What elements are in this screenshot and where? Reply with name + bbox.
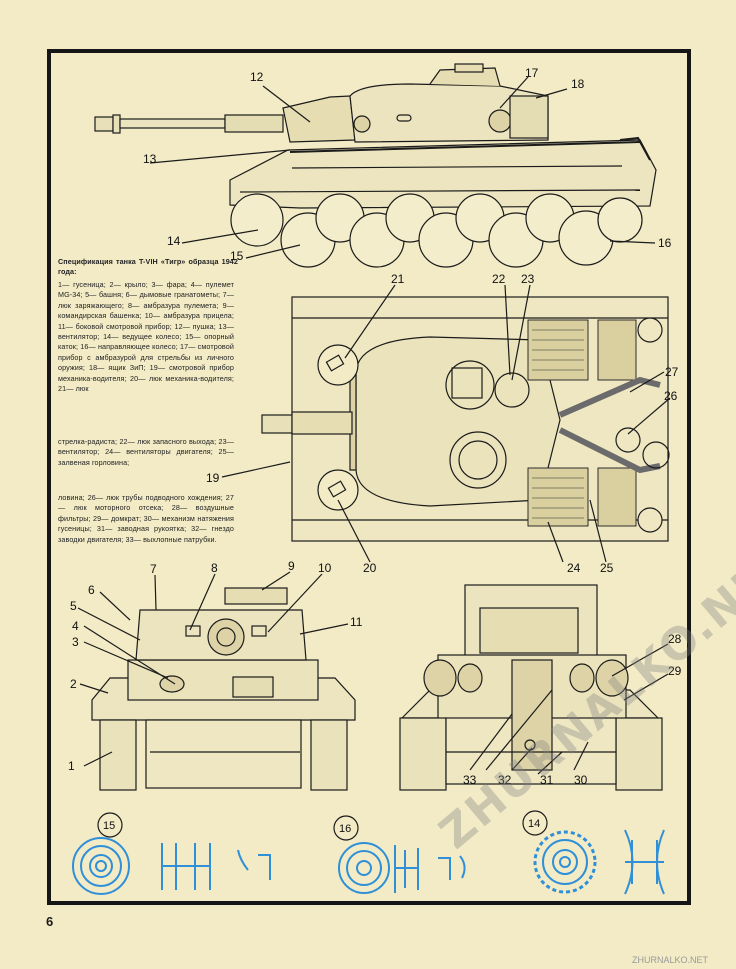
callout-16: 16	[658, 236, 672, 250]
callout-24: 24	[567, 561, 581, 575]
callout-21: 21	[391, 272, 405, 286]
callout-9: 9	[288, 559, 295, 573]
callout-6: 6	[88, 583, 95, 597]
side-view: 12 13 17 18 14 15 16	[94, 63, 672, 268]
detail-16: 16	[339, 823, 351, 835]
detail-15: 15	[103, 820, 115, 832]
wheel-details: 15 16 14	[72, 810, 665, 895]
spec-title: Спецификация танка T-VIH «Тигр» образца …	[58, 257, 238, 277]
callout-30: 30	[574, 773, 588, 787]
callout-8: 8	[211, 561, 218, 575]
callout-13: 13	[143, 152, 157, 166]
page-number: 6	[46, 914, 54, 929]
callout-26: 26	[664, 389, 678, 403]
footer-watermark: ZHURNALKO.NET	[632, 955, 709, 965]
callout-10: 10	[318, 561, 332, 575]
callout-28: 28	[668, 632, 682, 646]
callout-17: 17	[525, 66, 539, 80]
callout-4: 4	[72, 619, 79, 633]
callout-7: 7	[150, 562, 157, 576]
callout-11: 11	[350, 615, 363, 629]
callout-12: 12	[250, 70, 264, 84]
callout-22: 22	[492, 272, 506, 286]
detail-14: 14	[528, 818, 540, 830]
spec-legend-part-3: ловина; 26— люк трубы подводного хождени…	[58, 493, 234, 544]
callout-25: 25	[600, 561, 614, 575]
callout-14: 14	[167, 234, 181, 248]
callout-5: 5	[70, 599, 77, 613]
spec-legend-part-2: стрелка-радиста; 22— люк запасного выход…	[58, 437, 234, 467]
callout-29: 29	[668, 664, 682, 678]
callout-2: 2	[70, 677, 77, 691]
spec-legend-part-1: 1— гусеница; 2— крыло; 3— фара; 4— пулем…	[58, 280, 234, 394]
callout-33: 33	[463, 773, 477, 787]
callout-15: 15	[230, 249, 244, 263]
callout-23: 23	[521, 272, 535, 286]
page-frame	[47, 49, 691, 905]
callout-1: 1	[68, 759, 75, 773]
callout-31: 31	[540, 773, 554, 787]
callout-32: 32	[498, 773, 512, 787]
callout-3: 3	[72, 635, 79, 649]
front-view: 1 2 3 4 5 6 7 8 9 10 11	[68, 559, 363, 791]
callout-19: 19	[206, 471, 220, 485]
top-view: 21 22 23 27 26 19 20 24 25	[206, 272, 679, 575]
callout-18: 18	[571, 77, 585, 91]
rear-view: 33 32 31 30 28 29	[399, 584, 682, 791]
callout-20: 20	[363, 561, 377, 575]
callout-27: 27	[665, 365, 679, 379]
